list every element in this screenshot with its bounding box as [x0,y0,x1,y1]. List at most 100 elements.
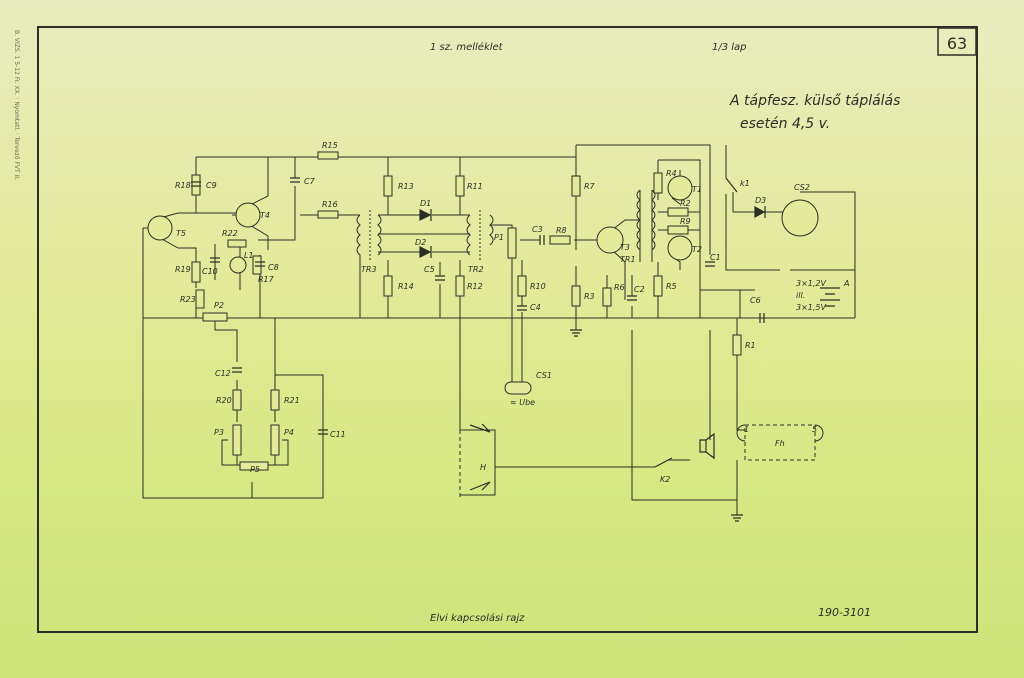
component-labels: R15 R16 R18 R22 R19 R17 R23 R13 R14 R11 … [175,141,849,484]
battery-text-1: 3×1,2V [796,279,827,288]
resistor-r5 [653,275,663,297]
resistor-r4 [653,172,663,194]
tr3-primary [356,214,361,258]
capacitor-c1 [705,261,715,267]
resistor-r14 [383,275,393,297]
battery-a [820,287,840,307]
resistor-r7 [571,175,581,197]
fh-jacks [736,424,824,442]
capacitor-c7 [290,177,300,183]
note-line-1: A tápfesz. külső táplálás [729,93,900,109]
label-p5: P5 [250,465,260,474]
label-d3: D3 [755,196,766,205]
label-r23: R23 [180,295,196,304]
label-fh: Fh [775,439,785,448]
resistor-r23 [195,289,205,309]
capacitor-c5 [435,275,445,281]
ground-symbol-2 [731,514,743,522]
label-r10: R10 [530,282,546,291]
label-r6: R6 [614,283,625,292]
label-c10: C10 [202,267,218,276]
tr3-secondary [377,214,382,256]
label-r11: R11 [467,182,483,191]
tr2-primary [466,214,471,256]
label-h-switch: H [480,463,486,472]
label-cs1-sub: ≈ Ube [510,398,535,407]
lamp-l1 [229,256,247,274]
resistor-r20 [232,389,242,411]
label-c12: C12 [215,369,231,378]
ground-symbol-1 [570,329,582,337]
label-c4: C4 [530,303,541,312]
page-number-box [937,27,977,56]
resistor-r22 [227,239,247,248]
switch-m-upper [469,423,491,433]
socket-cs1 [504,381,532,395]
socket-cs2 [781,199,819,237]
label-c7: C7 [304,177,316,186]
transistor-t1 [667,175,693,201]
label-c3: C3 [532,225,543,234]
battery-text-2: ill. [796,291,805,300]
label-r17: R17 [258,275,275,284]
label-k2: K2 [660,475,670,484]
label-r3: R3 [584,292,595,301]
label-c9: C9 [206,181,217,190]
resistor-r19 [191,261,201,283]
tr2-secondary [489,214,494,246]
label-k1: k1 [740,179,750,188]
label-r1: R1 [745,341,756,350]
label-cs2: CS2 [794,183,810,192]
label-r21: R21 [284,396,300,405]
label-c11: C11 [330,430,346,439]
label-t1: T1 [692,185,702,194]
resistor-r16 [317,210,339,219]
resistor-r13 [383,175,393,197]
footer-title: Elvi kapcsolási rajz [430,612,525,624]
pot-p3 [232,424,242,456]
fh-pin-5: 5 [812,425,817,434]
resistor-r18 [191,174,201,196]
resistor-r10 [517,275,527,297]
label-t3: T3 [620,243,630,252]
label-r19: R19 [175,265,191,274]
resistor-r1 [732,334,742,356]
resistor-r17 [252,255,262,275]
resistor-r12 [455,275,465,297]
side-margin-text: B. VIZS. 1 5-12 Fr. XX. · Nyomtatl. · Te… [13,30,20,180]
speaker-h [699,432,715,460]
label-r12: R12 [467,282,483,291]
pot-p4 [270,424,280,456]
label-r16: R16 [322,200,338,209]
resistor-r21 [270,389,280,411]
battery-text-3: 3×1,5V [796,303,827,312]
label-r8: R8 [556,226,567,235]
label-c6: C6 [750,296,761,305]
capacitor-c2 [627,295,637,301]
symbols [191,177,840,522]
label-r18: R18 [175,181,191,190]
diode-d1 [419,209,432,221]
resistor-r11 [455,175,465,197]
capacitor-c9 [191,181,201,187]
label-t2: T2 [692,245,702,254]
label-r14: R14 [398,282,414,291]
capacitor-c12 [232,367,242,373]
switch-k2 [654,457,673,468]
label-r9: R9 [680,217,691,226]
capacitor-c4 [517,305,527,311]
label-tr1: TR1 [620,255,636,264]
page-number: 63 [947,34,967,53]
resistor-r9 [667,225,689,235]
capacitor-c11 [318,429,328,435]
resistor-r2 [667,207,689,217]
capacitor-c3 [539,235,545,245]
label-p3: P3 [214,428,224,437]
label-t5: T5 [176,229,186,238]
label-l1: L1 [244,251,254,260]
label-c8: C8 [268,263,279,272]
pot-p1 [507,227,517,259]
tr1-primary [636,189,641,251]
label-d2: D2 [415,238,426,247]
